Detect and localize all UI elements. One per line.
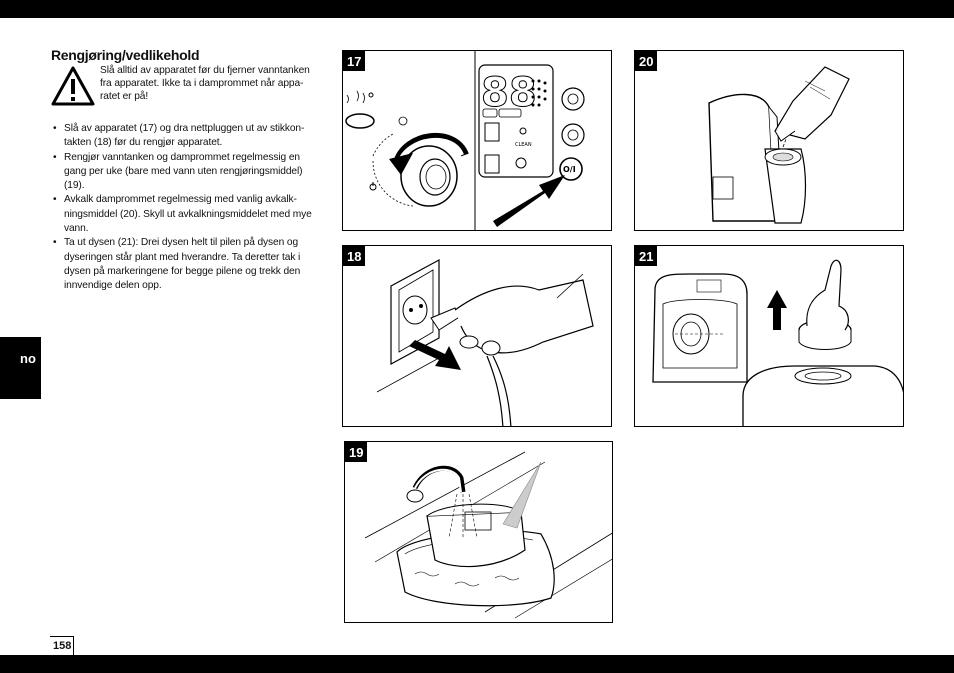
list-item: Slå av apparatet (17) og dra nettpluggen… [51, 122, 323, 151]
list-item: Ta ut dysen (21): Drei dysen helt til pi… [51, 236, 323, 293]
top-bar [0, 0, 954, 18]
figure-number: 17 [343, 51, 366, 71]
figure-17-illustration: 88 CLEAN O/I [345, 51, 585, 230]
figure-20: 20 [634, 50, 904, 231]
power-button-label: O/I [563, 165, 576, 174]
figure-19: 19 [344, 441, 613, 623]
warning-text: Slå alltid av apparatet før du fjerner v… [100, 65, 310, 102]
section-title: Rengjøring/vedlikehold [51, 47, 200, 63]
figure-19-illustration [364, 451, 612, 619]
instruction-list: Slå av apparatet (17) og dra nettpluggen… [51, 122, 323, 294]
page-number: 158 [50, 636, 74, 655]
list-item: Rengjør vanntanken og damprommet regelme… [51, 151, 323, 194]
figure-number: 18 [343, 246, 366, 266]
figure-number: 20 [635, 51, 658, 71]
figure-18-illustration [376, 258, 594, 426]
language-tab: no [0, 337, 41, 399]
figure-number: 19 [345, 442, 368, 462]
figure-21: 21 [634, 245, 904, 427]
clean-label: CLEAN [515, 142, 532, 148]
figure-17: 17 88 CLEAN [342, 50, 612, 231]
figure-21-illustration [652, 259, 903, 426]
figure-20-illustration [708, 66, 850, 224]
figure-18: 18 [342, 245, 612, 427]
list-item: Avkalk damprommet regelmessig med vanlig… [51, 193, 323, 236]
figure-number: 21 [635, 246, 658, 266]
bottom-bar [0, 655, 954, 673]
warning-icon [51, 66, 95, 106]
